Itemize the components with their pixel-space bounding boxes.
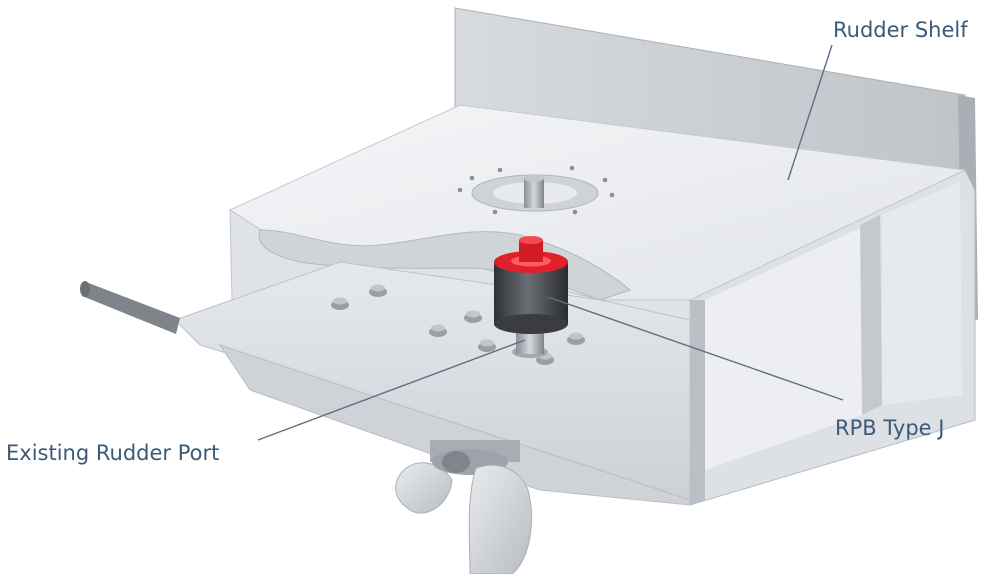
existing-rudder-port-label: Existing Rudder Port bbox=[6, 441, 220, 465]
rudder-blade bbox=[468, 464, 532, 574]
leader-line-existing-rudder-port bbox=[257, 339, 526, 441]
tiller-arm bbox=[80, 281, 180, 334]
rpb-type-j-label: RPB Type J bbox=[835, 416, 945, 440]
leader-line-rpb-type-j bbox=[547, 296, 844, 401]
hull-side-frame bbox=[689, 169, 976, 506]
propeller bbox=[395, 449, 508, 514]
deck-bolts bbox=[331, 284, 585, 365]
rudder-shelf-label: Rudder Shelf bbox=[833, 18, 968, 42]
rpb-type-j-bearing bbox=[494, 236, 568, 334]
top-flange-ring bbox=[457, 165, 615, 215]
leader-line-rudder-shelf bbox=[787, 44, 833, 181]
